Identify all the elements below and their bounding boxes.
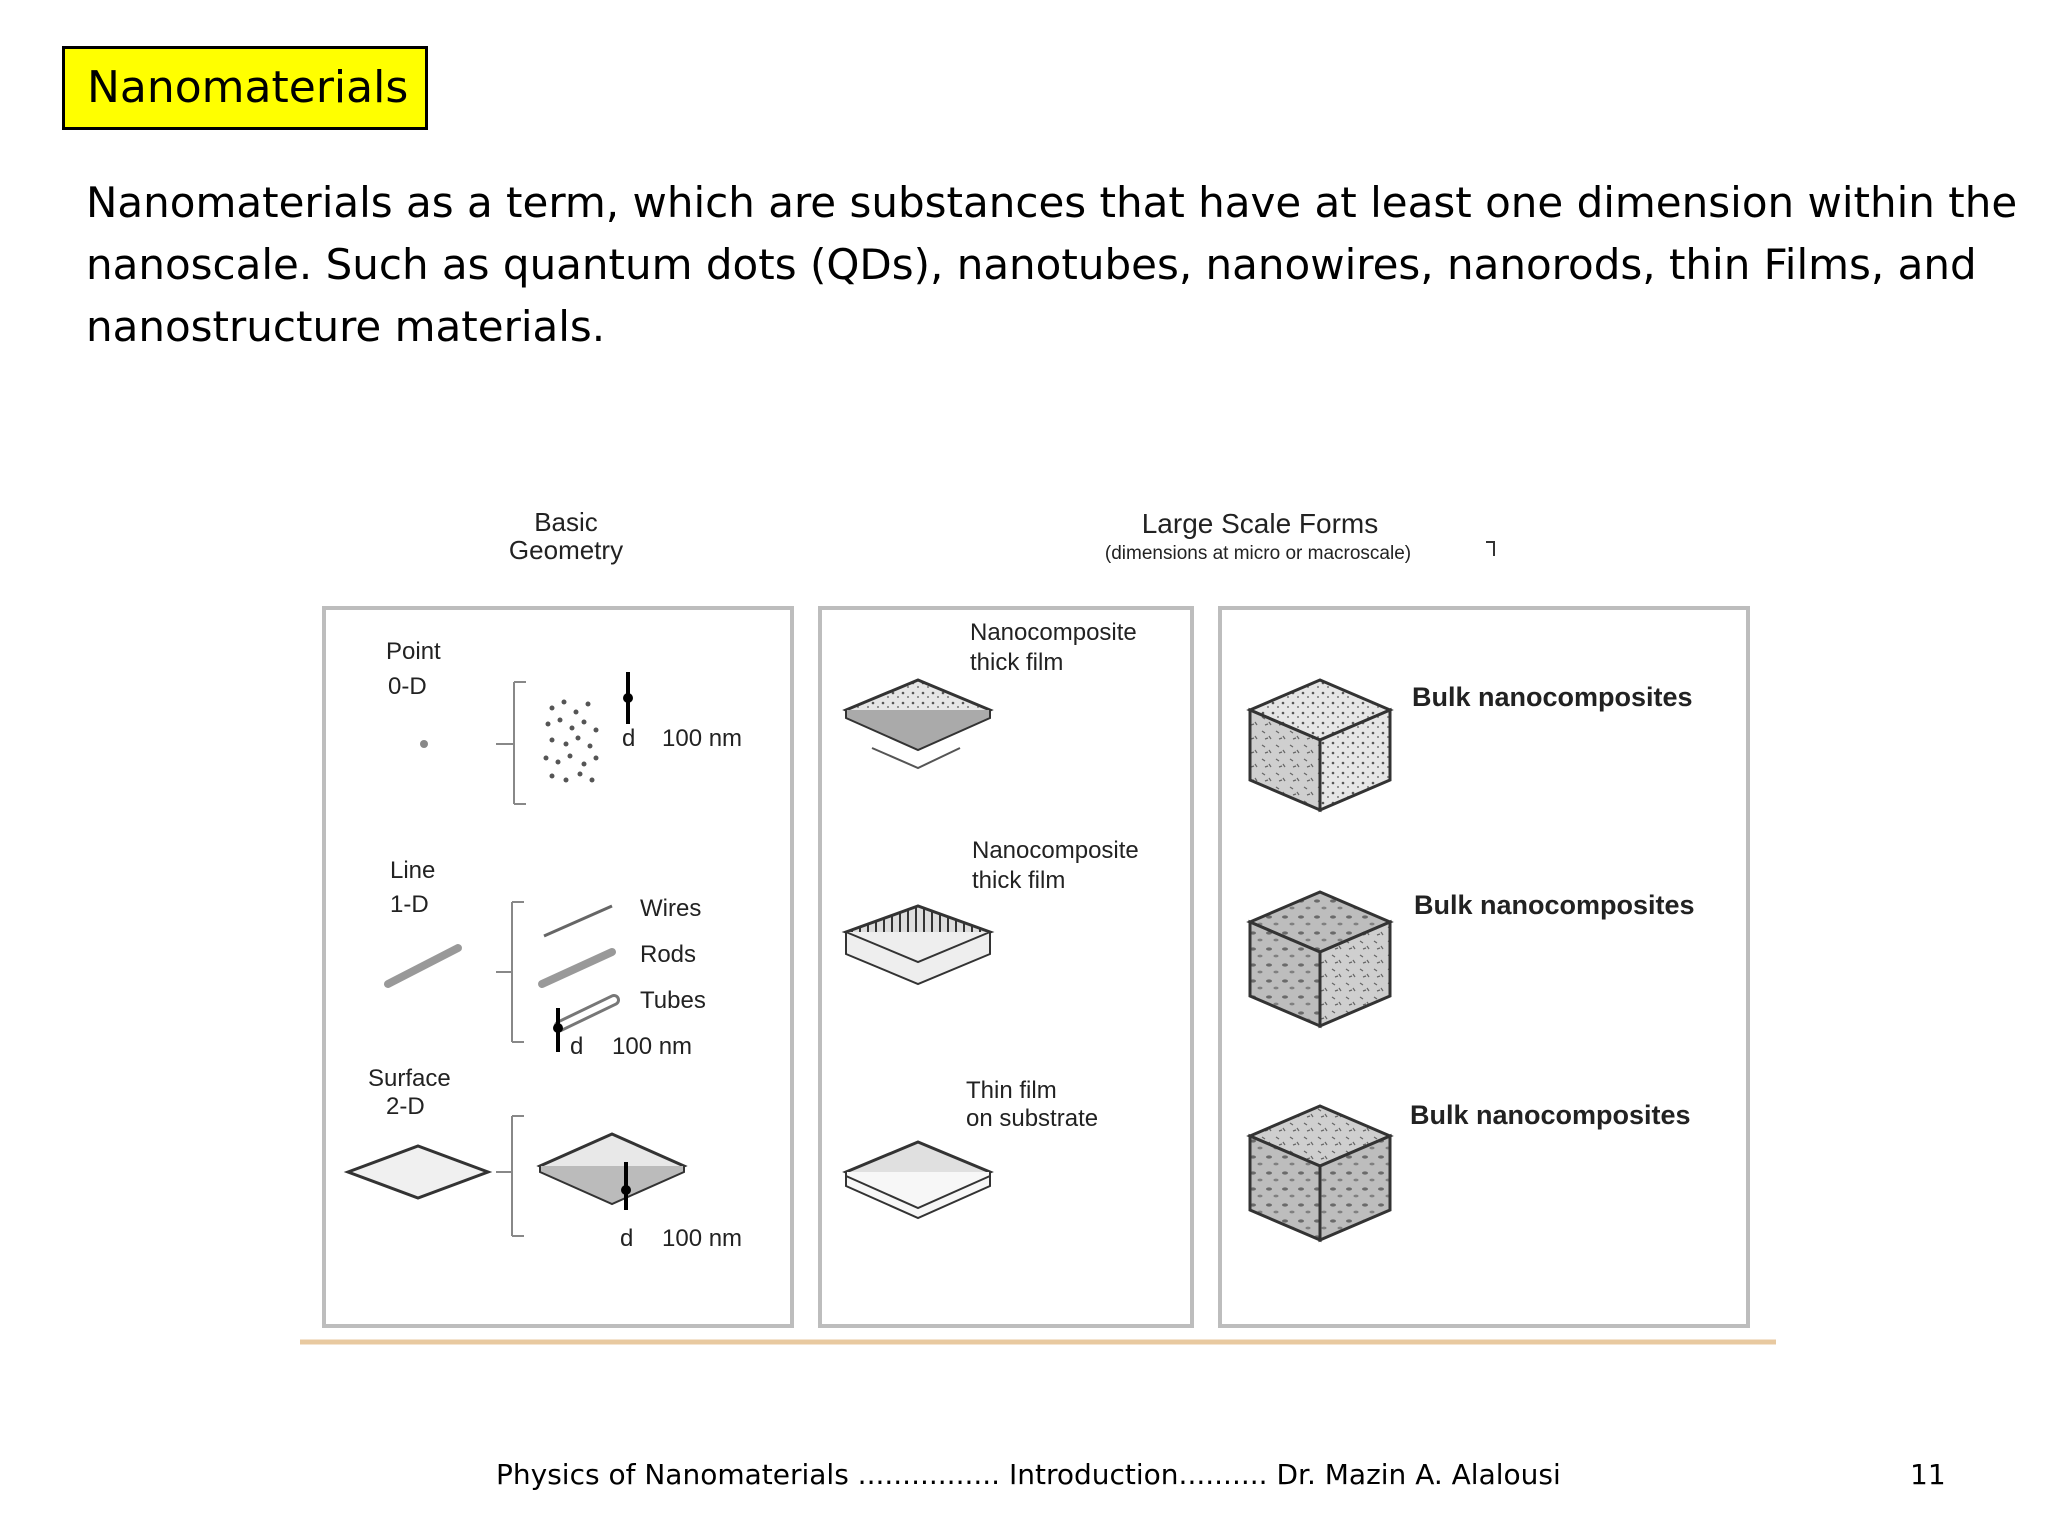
rods-label: Rods [640,941,696,968]
wires-label: Wires [640,895,701,922]
thick-film-2-label: Nanocomposite [972,837,1139,864]
basic-geometry-panel [322,606,794,1328]
slide-title: Nanomaterials [62,46,428,130]
basic-geometry-header-2: Geometry [509,535,623,565]
surface-label: Surface [368,1065,451,1092]
line-d-label: d [570,1033,583,1060]
thick-film-2-label-2: thick film [972,867,1065,894]
surface-dim-label: 2-D [386,1093,425,1120]
line-dim-label: 1-D [390,891,429,918]
point-dim-label: 0-D [388,673,427,700]
line-size-label: 100 nm [612,1033,692,1060]
definition-paragraph: Nanomaterials as a term, which are subst… [86,178,2018,351]
line-label: Line [390,857,435,884]
thin-film-label-2: on substrate [966,1105,1098,1132]
line-rod-icon [384,944,462,988]
point-dot [420,740,428,748]
bulk-cube-1-icon [1246,678,1394,813]
large-scale-subheader: (dimensions at micro or macroscale) [1105,543,1411,564]
bulk-3-label: Bulk nanocomposites [1410,1100,1691,1130]
thin-film-label: Thin film [966,1077,1057,1104]
wire-icon [543,904,613,938]
bulk-2-label: Bulk nanocomposites [1414,890,1695,920]
surface-d-label: d [620,1225,633,1252]
point-label: Point [386,638,441,665]
page-number: 11 [1910,1458,1946,1491]
bulk-cube-3-icon [1246,1104,1394,1243]
bulk-1-label: Bulk nanocomposites [1412,682,1693,712]
basic-geometry-header: Basic [534,507,598,537]
bulk-cube-2-icon [1246,890,1394,1029]
slide-footer: Physics of Nanomaterials ...............… [496,1458,1561,1491]
surface-sheet-icon [343,1144,493,1200]
thick-film-1-label: Nanocomposite [970,619,1137,646]
thick-film-1-label-2: thick film [970,649,1063,676]
large-scale-header: Large Scale Forms [1142,508,1379,539]
point-d-label: d [622,725,635,752]
rod-icon [538,948,616,988]
tubes-label: Tubes [640,987,706,1014]
surface-size-label: 100 nm [662,1225,742,1252]
nanoparticle-cluster [543,699,599,783]
point-size-label: 100 nm [662,725,742,752]
